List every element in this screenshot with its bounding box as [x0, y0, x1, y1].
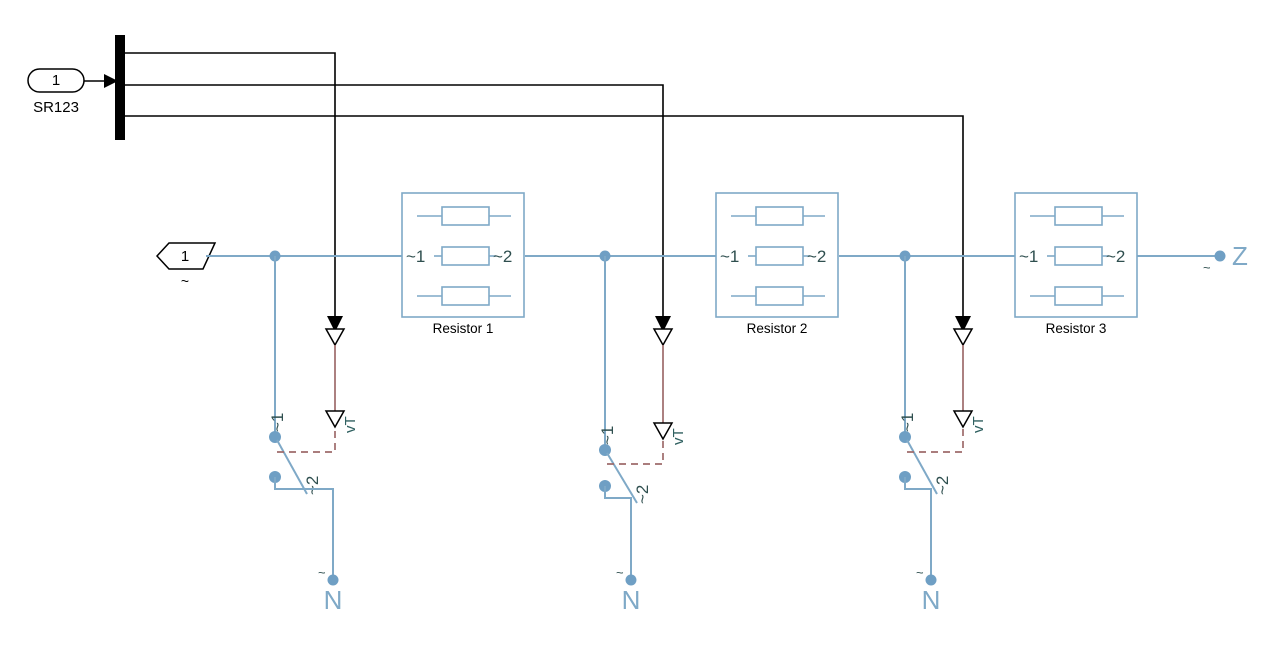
neutral-1-label: N — [324, 585, 343, 615]
z-terminal-dot — [1214, 250, 1226, 262]
r1-bot-element — [441, 286, 490, 306]
switch-3-control-dash — [907, 428, 964, 453]
resistor-3-port-in: ~1 — [1019, 247, 1038, 266]
inport-arrow — [104, 74, 118, 88]
vt-2-label: vT — [670, 428, 687, 445]
demux-body — [115, 35, 125, 140]
switch-3-port-1-label: ~1 — [898, 413, 917, 432]
vt-1-bottom-triangle — [324, 410, 346, 429]
pmc-port-tilde: ~ — [181, 273, 189, 289]
switch-3-blade — [906, 439, 938, 495]
inport-label: SR123 — [33, 99, 79, 116]
switch-branch-3: ~1 ~2 ~ N vT — [898, 250, 987, 615]
resistor-block-1[interactable]: ~1 ~2 Resistor 1 — [401, 192, 525, 336]
signal-routing-group — [124, 52, 971, 332]
resistor-3-label: Resistor 3 — [1046, 321, 1107, 336]
z-terminal-label: Z — [1232, 241, 1248, 271]
resistor-2-port-in: ~1 — [720, 247, 739, 266]
demux-bar[interactable] — [115, 35, 125, 140]
r2-top-element — [755, 206, 804, 226]
switch-1-port-2-label: ~2 — [303, 476, 322, 495]
resistor-block-3[interactable]: ~1 ~2 Resistor 3 — [1014, 192, 1138, 336]
resistor-block-2[interactable]: ~1 ~2 Resistor 2 — [715, 192, 839, 336]
neutral-2-tilde: ~ — [616, 565, 624, 580]
r3-bot-element — [1054, 286, 1103, 306]
signal-arrow-1 — [327, 316, 343, 332]
voltage-sensor-2[interactable]: vT — [652, 328, 687, 445]
pmc-input-port[interactable]: 1 ~ — [155, 242, 217, 289]
inport-sr123[interactable]: 1 SR123 — [27, 68, 118, 116]
output-terminal-z[interactable]: ~ Z — [1203, 241, 1248, 275]
signal-arrow-2 — [655, 316, 671, 332]
switch-2-control-dash — [607, 440, 664, 465]
r2-mid-element — [755, 246, 804, 266]
signal-wire-1[interactable] — [124, 52, 336, 318]
switch-branch-1: ~1 ~2 ~ N vT — [268, 250, 359, 615]
signal-wire-2[interactable] — [124, 84, 664, 318]
inport-number: 1 — [52, 72, 60, 89]
vt-2-bottom-triangle — [652, 422, 674, 441]
neutral-terminal-3[interactable]: ~ N — [916, 565, 940, 615]
r1-mid-element — [441, 246, 490, 266]
r3-top-element — [1054, 206, 1103, 226]
neutral-terminal-2[interactable]: ~ N — [616, 565, 640, 615]
resistor-2-port-out: ~2 — [807, 247, 826, 266]
resistor-1-label: Resistor 1 — [433, 321, 494, 336]
switch-1-port-1-label: ~1 — [268, 413, 287, 432]
neutral-1-tilde: ~ — [318, 565, 326, 580]
voltage-sensor-1[interactable]: vT — [324, 328, 359, 433]
vt-1-top-triangle — [324, 328, 346, 347]
signal-wire-3[interactable] — [124, 115, 964, 318]
neutral-1-dot — [327, 574, 339, 586]
signal-arrow-3 — [955, 316, 971, 332]
switch-2-neutral-wire[interactable] — [604, 486, 632, 580]
switch-3-neutral-wire[interactable] — [904, 477, 932, 580]
switch-1-neutral-wire[interactable] — [274, 477, 334, 580]
switch-2-port-2-label: ~2 — [633, 485, 652, 504]
neutral-3-label: N — [922, 585, 941, 615]
resistor-2-label: Resistor 2 — [747, 321, 808, 336]
vt-2-top-triangle — [652, 328, 674, 347]
neutral-2-label: N — [622, 585, 641, 615]
resistor-1-port-in: ~1 — [406, 247, 425, 266]
switch-1-blade — [276, 439, 308, 495]
neutral-3-dot — [925, 574, 937, 586]
switch-2[interactable]: ~1 ~2 — [598, 426, 664, 504]
vt-3-top-triangle — [952, 328, 974, 347]
neutral-3-tilde: ~ — [916, 565, 924, 580]
resistor-3-port-out: ~2 — [1106, 247, 1125, 266]
switch-2-port-1-label: ~1 — [598, 426, 617, 445]
resistor-1-port-out: ~2 — [493, 247, 512, 266]
r3-mid-element — [1054, 246, 1103, 266]
vt-3-bottom-triangle — [952, 410, 974, 429]
switch-3-port-2-label: ~2 — [933, 476, 952, 495]
r2-bot-element — [755, 286, 804, 306]
switch-3[interactable]: ~1 ~2 — [898, 413, 964, 495]
switch-branch-2: ~1 ~2 ~ N vT — [598, 250, 687, 615]
switch-1[interactable]: ~1 ~2 — [268, 413, 336, 495]
pmc-port-number: 1 — [181, 248, 189, 265]
r1-top-element — [441, 206, 490, 226]
pmc-port-shape — [155, 242, 217, 270]
switch-2-blade — [606, 452, 638, 504]
z-terminal-tilde: ~ — [1203, 260, 1211, 275]
switch-1-control-dash — [277, 428, 336, 453]
voltage-sensor-3[interactable]: vT — [952, 328, 987, 433]
neutral-2-dot — [625, 574, 637, 586]
neutral-terminal-1[interactable]: ~ N — [318, 565, 342, 615]
vt-3-label: vT — [970, 416, 987, 433]
vt-1-label: vT — [342, 416, 359, 433]
